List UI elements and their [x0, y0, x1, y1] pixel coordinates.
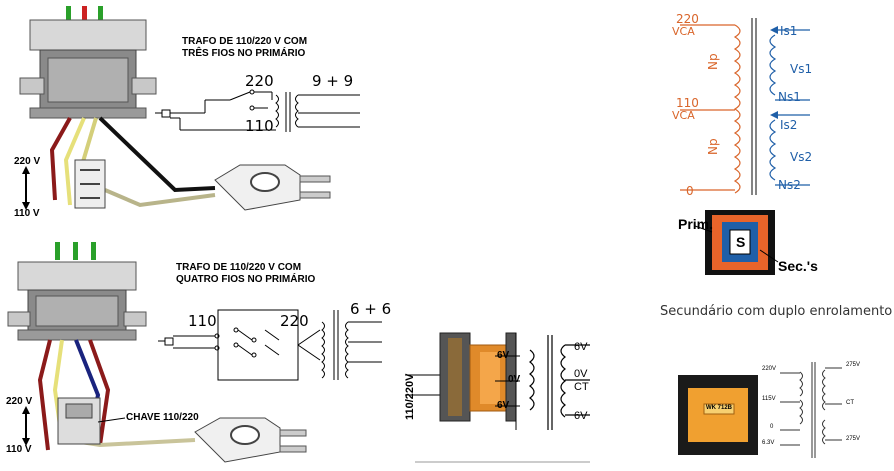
v220-label-top: 220 V [14, 156, 41, 167]
title-4-wire-line2: QUATRO FIOS NO PRIMÁRIO [176, 274, 316, 285]
sec-bot-label: 6V [497, 400, 510, 411]
plug-top [214, 164, 331, 211]
photo-l1: 220V [762, 366, 777, 372]
photo-l2: 115V [762, 396, 776, 402]
ns2-label: Ns2 [778, 178, 801, 192]
bottom-right-schematic [780, 362, 842, 458]
photo-r1: 275V [846, 362, 861, 368]
is2-label: Is2 [780, 118, 798, 132]
photo-r3: 275V [846, 436, 861, 442]
photo-l3: 0 [770, 424, 774, 430]
title-3-wire-line1: TRAFO DE 110/220 V COM [182, 36, 308, 47]
input-voltage-label: 110/220V [404, 373, 416, 421]
prim-label: Prim. [678, 216, 714, 232]
secondary-9-9-label: 9 + 9 [312, 72, 354, 90]
middle-transformer-photo [405, 332, 520, 430]
is1-label: Is1 [780, 24, 798, 38]
right-schematic [680, 18, 810, 195]
photo-r2: CT [846, 400, 854, 406]
title-3-wire-line2: TRÊS FIOS NO PRIMÁRIO [182, 48, 306, 59]
tap-110-label-bottom: 110 [188, 312, 217, 330]
v110-right: 110 [676, 96, 699, 110]
tap-220-label: 220 [245, 72, 274, 90]
np-lower-label: Np [706, 138, 720, 155]
photo-model-label: WK 712B [706, 405, 733, 411]
middle-schematic [529, 335, 590, 430]
schematic-4-wire [158, 309, 382, 381]
vs2-label: Vs2 [790, 150, 813, 164]
right-bot-6v: 6V [574, 410, 588, 422]
sec-mid-label: 0V [508, 374, 521, 385]
switch-label: CHAVE 110/220 [126, 412, 199, 423]
wires-3-wire [49, 116, 216, 208]
v220-right: 220 [676, 12, 699, 26]
ns1-label: Ns1 [778, 90, 801, 104]
transformer-4-wire [7, 242, 147, 341]
vs1-label: Vs1 [790, 62, 813, 76]
vca-110-right: VCA [672, 109, 695, 122]
np-upper-label: Np [706, 53, 720, 70]
right-0v: 0V [574, 368, 588, 380]
title-4-wire-line1: TRAFO DE 110/220 V COM [176, 262, 302, 273]
right-top-6v: 6V [574, 341, 588, 353]
photo-l4: 6.3V [762, 440, 775, 446]
right-ct: CT [574, 381, 589, 393]
schematic-3-wire [155, 89, 360, 132]
s-label: S [736, 234, 746, 250]
bottom-right-photo [678, 375, 758, 455]
v110-label-bottom: 110 V [6, 444, 32, 455]
secondary-6-6-label: 6 + 6 [350, 300, 392, 318]
v220-label-bottom: 220 V [6, 396, 33, 407]
sec-top-label: 6V [497, 350, 510, 361]
plug-bottom [194, 417, 307, 463]
vca-220-right: VCA [672, 25, 695, 38]
v110-label-top: 110 V [14, 208, 40, 219]
transformer-3-wire [19, 6, 157, 119]
caption-double-winding: Secundário com duplo enrolamento [660, 304, 893, 319]
tap-220-label-bottom: 220 [280, 312, 309, 330]
sec-label: Sec.'s [778, 258, 818, 274]
tap-110-label: 110 [245, 117, 274, 135]
core-diagram [694, 210, 779, 275]
v0-right: 0 [686, 184, 694, 198]
